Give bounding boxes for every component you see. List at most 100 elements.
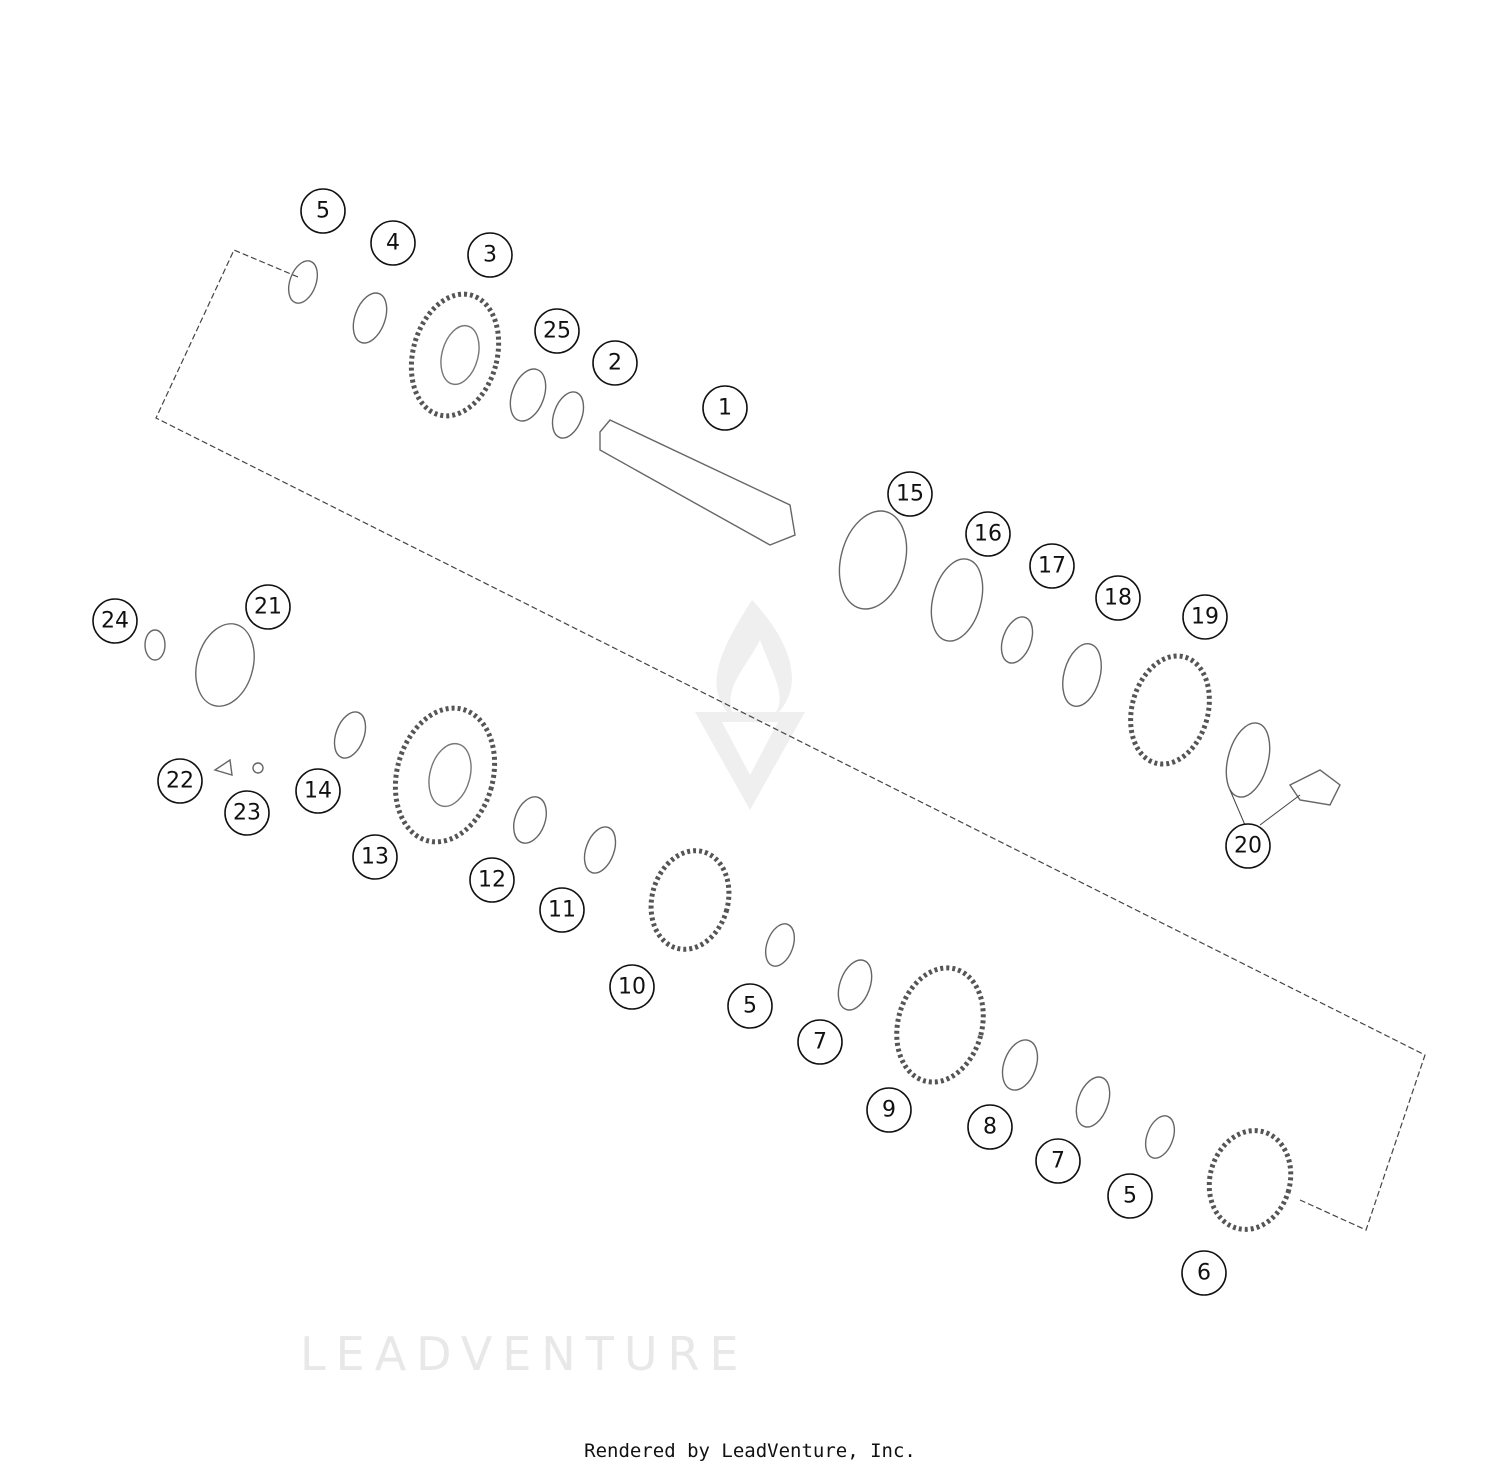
callout-circle [295,768,341,814]
callout-circle [609,964,655,1010]
callout-circle [352,834,398,880]
callout-circle [92,598,138,644]
callout-5[interactable]: 5 [727,983,773,1029]
callout-label: 5 [316,199,330,224]
callout-label: 15 [896,482,924,507]
bearing-part [195,623,255,707]
callout-label: 17 [1038,554,1066,579]
callout-5[interactable]: 5 [1107,1173,1153,1219]
washer-part [509,368,547,422]
main-shaft-part [599,419,796,546]
bushing-part [551,391,585,439]
callout-label: 16 [974,522,1002,547]
callout-circle [1107,1173,1153,1219]
callout-label: 18 [1104,586,1132,611]
washer-part [352,292,388,344]
callout-circle [866,1087,912,1133]
callout-label: 7 [813,1030,827,1055]
callout-23[interactable]: 23 [224,790,270,836]
callout-label: 6 [1197,1261,1211,1286]
callout-3[interactable]: 3 [467,232,513,278]
gear-hub [428,742,472,808]
callout-circle [702,385,748,431]
circlip-part [764,923,796,967]
watermark-flame-icon [716,600,792,720]
bolt-part [1288,769,1341,806]
callout-label: 4 [386,231,400,256]
callout-circle [370,220,416,266]
callout-label: 20 [1234,834,1262,859]
gear-part [648,848,732,952]
parts [144,260,1341,1232]
needle-bearing-part [1001,1039,1039,1091]
callout-7[interactable]: 7 [797,1019,843,1065]
o-ring-part [1000,616,1034,664]
callout-25[interactable]: 25 [534,308,580,354]
callout-circle [1181,1250,1227,1296]
callout-label: 9 [882,1098,896,1123]
callout-circle [224,790,270,836]
leader-line [1229,789,1246,826]
shaft-seal-part [930,558,984,642]
circlip-part [1144,1115,1176,1159]
callout-4[interactable]: 4 [370,220,416,266]
callout-21[interactable]: 21 [245,584,291,630]
callout-5[interactable]: 5 [300,188,346,234]
callout-label: 25 [543,319,571,344]
callout-18[interactable]: 18 [1095,575,1141,621]
callout-label: 3 [483,243,497,268]
callout-17[interactable]: 17 [1029,543,1075,589]
callout-label: 23 [233,801,261,826]
callout-label: 12 [478,868,506,893]
callout-13[interactable]: 13 [352,834,398,880]
callout-circle [592,340,638,386]
callout-7[interactable]: 7 [1035,1138,1081,1184]
callout-15[interactable]: 15 [887,471,933,517]
callout-circle [727,983,773,1029]
callout-circle [245,584,291,630]
callout-circle [539,887,585,933]
callout-circle [534,308,580,354]
callout-circle [1225,823,1271,869]
callout-label: 8 [983,1115,997,1140]
callout-11[interactable]: 11 [539,887,585,933]
lock-washer-part [1225,722,1271,798]
callout-circle [887,471,933,517]
callout-2[interactable]: 2 [592,340,638,386]
callout-22[interactable]: 22 [157,758,203,804]
callout-10[interactable]: 10 [609,964,655,1010]
callout-24[interactable]: 24 [92,598,138,644]
callout-14[interactable]: 14 [295,768,341,814]
callout-circle [469,857,515,903]
washer-part [333,711,367,759]
callout-16[interactable]: 16 [965,511,1011,557]
leader-line [1259,794,1301,826]
callout-circle [965,511,1011,557]
callout-8[interactable]: 8 [967,1104,1013,1150]
washer-part [583,826,617,874]
callout-label: 11 [548,898,576,923]
callout-19[interactable]: 19 [1182,594,1228,640]
watermark-logo [695,600,805,810]
callout-circle [1029,543,1075,589]
callout-circle [300,188,346,234]
callout-label: 5 [1123,1184,1137,1209]
callout-label: 24 [101,609,129,634]
callout-circle [1035,1138,1081,1184]
screw-part [252,762,264,774]
locking-plate-part [213,758,233,776]
gear-part [894,965,986,1085]
callout-label: 14 [304,779,332,804]
callout-12[interactable]: 12 [469,857,515,903]
washer-part [1075,1076,1111,1128]
circlip-part [287,260,319,304]
footer-credit: Rendered by LeadVenture, Inc. [584,1440,916,1462]
callout-20[interactable]: 20 [1225,823,1271,869]
callout-1[interactable]: 1 [702,385,748,431]
assembly-dashed-outline [155,249,1426,1231]
callout-9[interactable]: 9 [866,1087,912,1133]
gear-part [392,705,498,845]
callout-6[interactable]: 6 [1181,1250,1227,1296]
